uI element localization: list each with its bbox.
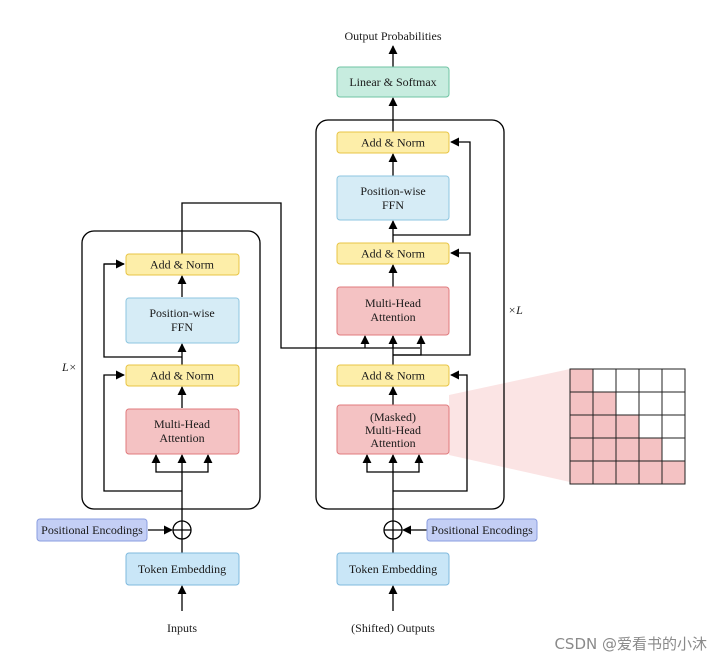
decoder-masked-attention-block: (Masked) Multi-Head Attention: [336, 404, 450, 455]
mask-cell: [661, 414, 686, 439]
inputs-label: Inputs: [167, 621, 197, 635]
decoder-add-norm-mid: Add & Norm: [336, 242, 450, 265]
svg-text:FFN: FFN: [382, 198, 404, 212]
mask-cell: [569, 368, 594, 393]
mask-cell: [615, 368, 640, 393]
svg-text:Positional Encodings: Positional Encodings: [431, 523, 533, 537]
encoder-positional-encodings: Positional Encodings: [36, 518, 148, 542]
encoder-add-norm-top: Add & Norm: [125, 253, 240, 276]
mask-projection: [449, 369, 570, 482]
encoder-token-embedding: Token Embedding: [125, 552, 240, 586]
encoder-attention-block: Multi-Head Attention: [125, 408, 240, 455]
decoder-frame: [315, 119, 505, 510]
svg-text:Attention: Attention: [370, 436, 415, 450]
svg-text:Add & Norm: Add & Norm: [361, 136, 426, 150]
mask-cell: [592, 391, 617, 416]
mask-cell: [661, 460, 686, 485]
decoder-add-icon: [383, 520, 403, 540]
encoder-frame: [81, 230, 261, 510]
output-probabilities-label: Output Probabilities: [345, 29, 442, 43]
mask-cell: [615, 460, 640, 485]
mask-cell: [569, 460, 594, 485]
decoder-add-norm-bottom: Add & Norm: [336, 364, 450, 387]
encoder-add-norm-bottom: Add & Norm: [125, 364, 240, 387]
svg-text:Linear & Softmax: Linear & Softmax: [349, 75, 436, 89]
svg-text:Add & Norm: Add & Norm: [361, 247, 426, 261]
mask-cell: [592, 368, 617, 393]
mask-cell: [638, 414, 663, 439]
watermark-text: CSDN @爱看书的小沐: [554, 635, 707, 653]
mask-cell: [615, 391, 640, 416]
mask-cell: [569, 437, 594, 462]
mask-cell: [592, 437, 617, 462]
decoder-repeat-label: ×L: [508, 303, 523, 317]
svg-text:Position-wise: Position-wise: [360, 184, 425, 198]
mask-cell: [638, 460, 663, 485]
mask-cell: [592, 414, 617, 439]
decoder-cross-attention-block: Multi-Head Attention: [336, 286, 450, 336]
svg-text:Token Embedding: Token Embedding: [349, 562, 437, 576]
svg-text:Multi-Head: Multi-Head: [365, 423, 421, 437]
svg-text:Add & Norm: Add & Norm: [150, 258, 215, 272]
shifted-outputs-label: (Shifted) Outputs: [351, 621, 435, 635]
svg-text:Add & Norm: Add & Norm: [361, 369, 426, 383]
svg-text:Attention: Attention: [159, 431, 204, 445]
mask-cell: [638, 437, 663, 462]
encoder-add-icon: [172, 520, 192, 540]
mask-cell: [569, 414, 594, 439]
svg-text:Multi-Head: Multi-Head: [154, 417, 210, 431]
mask-cell: [592, 460, 617, 485]
svg-text:FFN: FFN: [171, 320, 193, 334]
svg-text:Attention: Attention: [370, 310, 415, 324]
mask-cell: [661, 368, 686, 393]
decoder-token-embedding: Token Embedding: [336, 552, 450, 586]
decoder-add-norm-top: Add & Norm: [336, 131, 450, 154]
svg-text:(Masked): (Masked): [370, 410, 416, 424]
mask-cell: [661, 437, 686, 462]
decoder-positional-encodings: Positional Encodings: [426, 518, 538, 542]
svg-text:Add & Norm: Add & Norm: [150, 369, 215, 383]
mask-cell: [615, 414, 640, 439]
svg-text:Position-wise: Position-wise: [149, 306, 214, 320]
encoder-ffn-block: Position-wise FFN: [125, 297, 240, 344]
decoder-linear-softmax: Linear & Softmax: [336, 66, 450, 98]
mask-cell: [638, 368, 663, 393]
mask-cell: [638, 391, 663, 416]
attention-mask-grid: [569, 368, 686, 485]
decoder-ffn-block: Position-wise FFN: [336, 175, 450, 221]
svg-text:Multi-Head: Multi-Head: [365, 296, 421, 310]
encoder-repeat-label: L×: [61, 360, 77, 374]
svg-text:Positional Encodings: Positional Encodings: [41, 523, 143, 537]
mask-cell: [661, 391, 686, 416]
svg-text:Token Embedding: Token Embedding: [138, 562, 226, 576]
mask-cell: [569, 391, 594, 416]
mask-cell: [615, 437, 640, 462]
